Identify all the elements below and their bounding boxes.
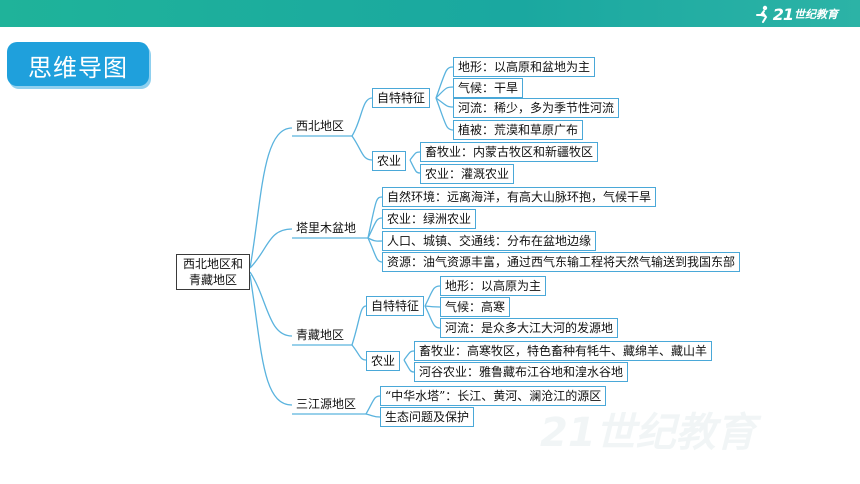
sanjiangyuan-item: “中华水塔”：长江、黄河、澜沧江的源区: [380, 386, 607, 406]
brand-name: 世纪教育: [794, 8, 838, 21]
qingzang-agriculture-item: 畜牧业：高寒牧区，特色畜种有牦牛、藏绵羊、藏山羊: [414, 341, 713, 361]
qingzang-features-node: 自特特征: [366, 296, 425, 316]
tarim-item: 资源：油气资源丰富，通过西气东输工程将天然气输送到我国东部: [382, 252, 741, 272]
root-line-2: 青藏地区: [188, 273, 237, 287]
branch-northwest: 西北地区: [296, 119, 345, 133]
brand-number: 21: [772, 4, 794, 24]
qingzang-feature-item: 河流：是众多大江大河的发源地: [440, 318, 619, 338]
watermark: 21世纪教育: [540, 410, 756, 456]
sanjiangyuan-item: 生态问题及保护: [380, 407, 475, 427]
branch-tarim: 塔里木盆地: [296, 221, 357, 235]
qingzang-agriculture-node: 农业: [366, 351, 401, 371]
northwest-feature-item: 气候：干旱: [453, 78, 524, 98]
northwest-feature-item: 河流：稀少，多为季节性河流: [453, 98, 620, 118]
tarim-item: 自然环境：远离海洋，有高大山脉环抱，气候干旱: [382, 187, 657, 207]
brand-logo: 21 世纪教育: [755, 3, 838, 25]
northwest-feature-item: 地形：以高原和盆地为主: [453, 57, 596, 77]
root-line-1: 西北地区和: [182, 257, 243, 271]
top-banner: 21 世纪教育: [0, 0, 860, 27]
northwest-agriculture-item: 畜牧业：内蒙古牧区和新疆牧区: [420, 142, 599, 162]
northwest-agriculture-node: 农业: [372, 151, 407, 171]
qingzang-feature-item: 地形：以高原为主: [440, 276, 547, 296]
qingzang-agriculture-item: 河谷农业：雅鲁藏布江谷地和湟水谷地: [414, 362, 629, 382]
mindmap-root: 西北地区和 青藏地区: [176, 254, 250, 290]
northwest-feature-item: 植被：荒漠和草原广布: [453, 120, 584, 140]
page-title: 思维导图: [28, 54, 128, 82]
branch-sanjiangyuan: 三江源地区: [296, 397, 357, 411]
branch-qingzang: 青藏地区: [296, 328, 345, 342]
page-title-box: 思维导图: [7, 42, 149, 86]
northwest-features-node: 自特特征: [372, 88, 431, 108]
tarim-item: 人口、城镇、交通线：分布在盆地边缘: [382, 231, 597, 251]
tarim-item: 农业：绿洲农业: [382, 209, 477, 229]
northwest-agriculture-item: 农业：灌溉农业: [420, 164, 515, 184]
runner-icon: [755, 5, 767, 23]
qingzang-feature-item: 气候：高寒: [440, 297, 511, 317]
